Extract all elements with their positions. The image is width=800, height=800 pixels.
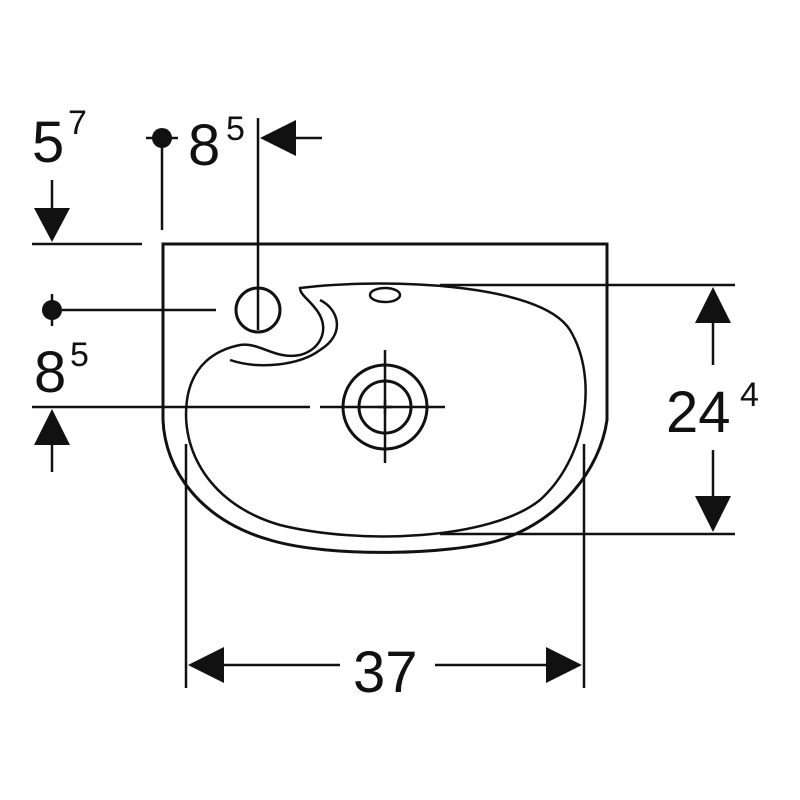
top-offset-label: 5 <box>32 110 64 175</box>
tap-hole-v-label: 8 <box>34 340 66 405</box>
tap-hole-h-arrow-head <box>260 120 296 156</box>
width-arrow-head-left <box>188 647 224 683</box>
top-offset-arrow-head <box>34 208 70 242</box>
tap-hole-h-label-superscript: 5 <box>226 110 245 148</box>
dimension-width: 37 <box>184 444 586 705</box>
basin-rim <box>161 242 609 554</box>
dimension-tap-hole-horizontal: 8 5 <box>146 110 322 230</box>
dimension-depth: 24 4 <box>440 283 759 536</box>
depth-arrow-head-top <box>695 287 731 323</box>
dimension-top-offset: 5 7 <box>32 104 142 246</box>
dimension-tap-hole-vertical: 8 5 <box>32 294 310 472</box>
tap-hole-v-label-superscript: 5 <box>70 336 89 374</box>
overflow-slot <box>368 286 402 304</box>
tap-hole-h-label: 8 <box>188 113 220 178</box>
width-arrow-head-right <box>546 647 582 683</box>
tap-ledge-notch <box>229 298 339 367</box>
tap-hole-v-arrow-head <box>34 409 70 445</box>
top-offset-label-superscript: 7 <box>68 104 87 142</box>
depth-label-superscript: 4 <box>740 376 759 414</box>
drain <box>320 350 445 463</box>
basin-outline <box>161 242 609 554</box>
basin-bowl <box>184 282 587 538</box>
depth-label: 24 <box>666 380 731 445</box>
width-label: 37 <box>353 640 418 705</box>
depth-arrow-head-bottom <box>695 496 731 532</box>
tap-hole <box>234 118 282 334</box>
